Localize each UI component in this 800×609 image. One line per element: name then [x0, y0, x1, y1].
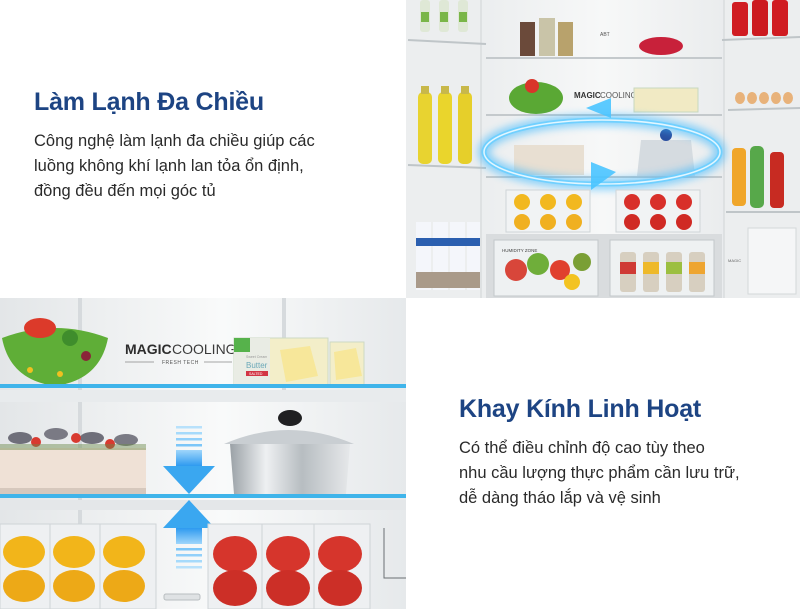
butter-title: Butter	[246, 361, 268, 370]
magic-cooling-logo: MAGIC COOLING FRESH TECH	[125, 341, 237, 366]
milk-cartons	[416, 222, 480, 290]
butter-subtitle: Sweet Cream	[246, 355, 267, 359]
airflow-arrows	[478, 98, 726, 190]
feature-title: Làm Lạnh Đa Chiều	[34, 88, 264, 116]
salad-bowl	[2, 318, 108, 386]
bottles-green	[420, 0, 468, 32]
arrow-left-icon	[586, 98, 611, 118]
brand-magic: MAGIC	[574, 91, 601, 100]
description-line: luồng không khí lạnh lan tỏa ổn định,	[34, 157, 304, 175]
arrow-up-icon	[163, 500, 215, 569]
cola-cans	[732, 0, 788, 36]
sauce-bottles	[732, 146, 784, 208]
description-line: đồng đều đến mọi góc tủ	[34, 182, 216, 200]
cake	[0, 428, 146, 494]
abt-label: ABT	[600, 32, 610, 38]
water-pitcher	[747, 227, 797, 295]
feature-title: Khay Kính Linh Hoạt	[459, 395, 702, 423]
humidity-drawer: HUMIDITY ZONE	[493, 239, 599, 297]
juice-drawer	[609, 239, 715, 297]
eggs	[735, 92, 793, 104]
cooking-pot	[224, 410, 354, 494]
lemon-bin	[505, 189, 591, 233]
tomato-bin	[615, 189, 701, 233]
berries	[639, 37, 683, 55]
fridge-illustration: ABT MAGIC COOLING	[406, 0, 800, 298]
glass-shelf	[0, 494, 406, 498]
brand-cooling: COOLING	[172, 341, 237, 357]
humidity-slider	[163, 593, 201, 601]
glass-shelf	[0, 384, 406, 388]
arrow-down-icon	[163, 426, 215, 494]
brand-subtitle: FRESH TECH	[162, 360, 199, 366]
feature-multi-dimensional-cooling: Làm Lạnh Đa Chiều Công nghệ làm lạnh đa …	[34, 88, 394, 204]
brand-cooling: COOLING	[600, 91, 637, 100]
description-line: nhu cầu lượng thực phẩm cần lưu trữ,	[459, 464, 740, 482]
description-line: Công nghệ làm lạnh đa chiều giúp các	[34, 132, 315, 150]
feature-flexible-glass-shelf: Khay Kính Linh Hoạt Có thể điều chỉnh độ…	[459, 395, 789, 511]
shelf-illustration: MAGIC COOLING FRESH TECH Butter Sweet Cr…	[0, 298, 406, 609]
butter-tag: SALTED	[249, 372, 263, 376]
feature-description: Công nghệ làm lạnh đa chiều giúp các luồ…	[34, 129, 394, 204]
lemon-bin	[0, 523, 157, 609]
arrow-right-icon	[591, 162, 616, 190]
description-line: Có thể điều chỉnh độ cao tùy theo	[459, 439, 705, 457]
adjustable-shelf-photo: MAGIC COOLING FRESH TECH Butter Sweet Cr…	[0, 298, 406, 609]
tomato-bin	[207, 523, 371, 609]
fridge-interior-photo: ABT MAGIC COOLING	[406, 0, 800, 298]
salad-bowl	[509, 82, 563, 114]
humidity-zone-label: HUMIDITY ZONE	[502, 248, 537, 253]
butter-box: Butter Sweet Cream SALTED	[233, 337, 365, 387]
magic-zone-label: MAGIC	[728, 258, 741, 263]
description-line: dễ dàng tháo lắp và vệ sinh	[459, 489, 661, 507]
brand-magic: MAGIC	[125, 341, 172, 357]
feature-description: Có thể điều chỉnh độ cao tùy theo nhu cầ…	[459, 436, 789, 511]
spice-jars	[520, 18, 573, 56]
oil-bottles	[418, 86, 472, 164]
